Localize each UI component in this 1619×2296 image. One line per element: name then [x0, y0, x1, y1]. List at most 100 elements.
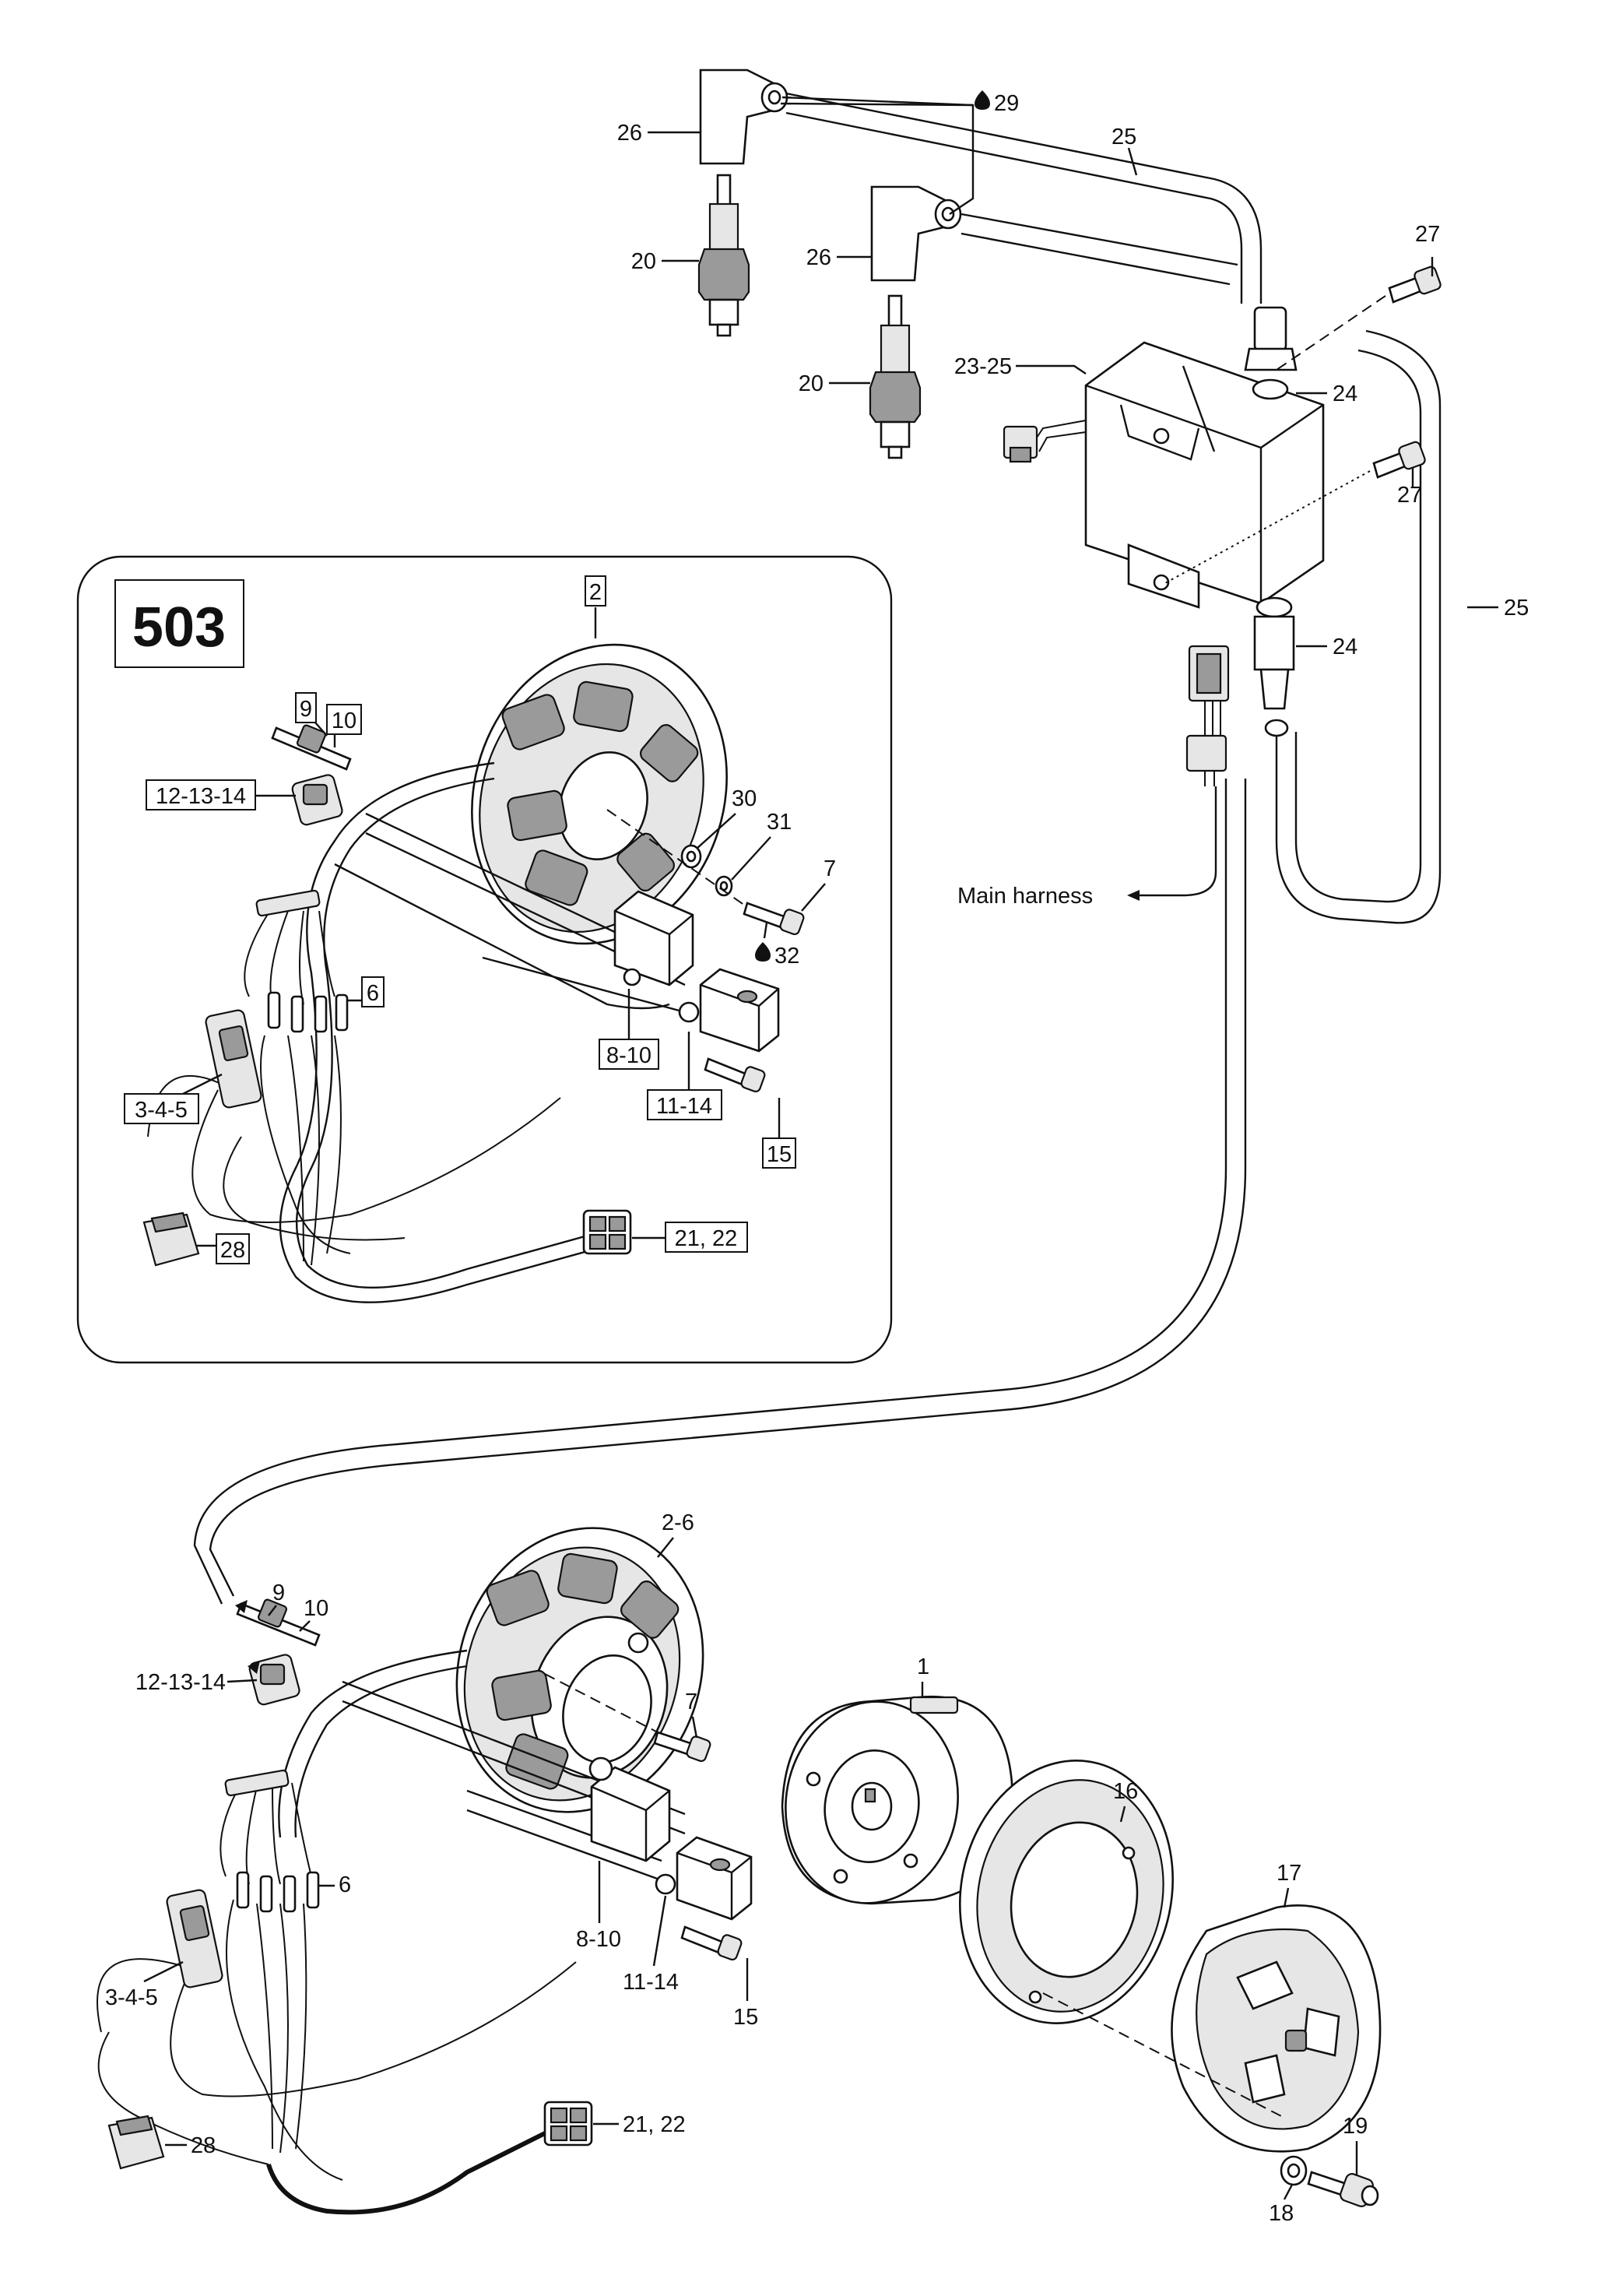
ht-wire-25-c-inner [1294, 349, 1422, 903]
box-i1114 [647, 1089, 722, 1120]
connector-28 [107, 2115, 165, 2170]
box-i10 [326, 704, 362, 735]
box-i2 [585, 575, 606, 607]
label-inset-10: 10 [332, 708, 356, 733]
box-i6 [361, 976, 385, 1007]
sealant-drop-29 [975, 90, 990, 110]
screw-27-axis-bottom [1163, 470, 1371, 585]
label-inset-3-4-5: 3-4-5 [135, 1098, 188, 1123]
inset-harness-loop-outer [279, 761, 608, 1303]
connector-9-10 [236, 1598, 321, 1647]
inset-connector-9-10 [271, 724, 352, 771]
callouts: 26 20 26 20 29 25 27 23-25 24 27 24 25 M… [105, 90, 1529, 2226]
inset-connector-12-13-14 [291, 774, 343, 826]
label-23-25: 23-25 [954, 354, 1012, 379]
label-24-bottom: 24 [1333, 635, 1357, 659]
label-20-left: 20 [631, 249, 656, 274]
label-12-13-14: 12-13-14 [135, 1670, 226, 1695]
ignition-coil-23-25 [1084, 341, 1325, 609]
label-9: 9 [272, 1580, 285, 1605]
harness-black-segment [266, 2131, 546, 2215]
label-inset-15: 15 [767, 1142, 792, 1167]
label-inset-7: 7 [824, 856, 836, 881]
box-i9 [295, 692, 317, 723]
harness-arrow-b [248, 1661, 260, 1674]
ht-wire-25-b-inner [961, 232, 1231, 286]
label-11-14: 11-14 [623, 1970, 679, 1995]
trigger-coil-8-10 [588, 1756, 671, 1862]
connector-21-22 [543, 2101, 593, 2147]
label-25-top: 25 [1112, 125, 1136, 149]
label-1: 1 [917, 1654, 929, 1679]
label-15: 15 [733, 2005, 758, 2030]
screw-27-axis-top [1276, 295, 1386, 371]
main-stator-assembly [97, 1527, 753, 2215]
label-inset-28: 28 [220, 1238, 245, 1263]
screw-15 [680, 1925, 743, 1961]
harness-arrow-a [235, 1600, 248, 1613]
ht-wire-25-a-inner [785, 111, 1243, 304]
harness-loop-outer [278, 1649, 468, 1838]
inset-screw-7 [743, 902, 805, 936]
wire-tie [224, 1769, 290, 1797]
inset-connector-21-22 [582, 1209, 632, 1255]
inset-terminals-6 [267, 991, 349, 1033]
spark-plug-cap-26-left [699, 69, 788, 165]
inset-washer-30 [680, 844, 702, 869]
label-inset-21-22: 21, 22 [675, 1226, 738, 1251]
inset-connector-28 [142, 1211, 200, 1267]
label-3-4-5: 3-4-5 [105, 1985, 158, 2010]
inset-stator [471, 643, 728, 945]
label-25-right: 25 [1504, 596, 1529, 621]
flywheel-1 [781, 1695, 1013, 1905]
trigger-coil-11-14 [655, 1836, 753, 1921]
label-inset-12-13-14: 12-13-14 [156, 784, 246, 809]
spark-plug-20-left [697, 174, 750, 337]
spark-plug-cap-26-right [870, 185, 962, 282]
label-24-top: 24 [1333, 381, 1357, 406]
label-6: 6 [339, 1872, 351, 1897]
label-26-left: 26 [617, 121, 642, 146]
spark-plug-20-right [869, 294, 922, 459]
main-wires [97, 1782, 577, 2181]
label-19: 19 [1343, 2114, 1368, 2139]
ht-wire-25-c [1275, 329, 1442, 924]
stator-screw-7 [653, 1731, 711, 1763]
label-inset-6: 6 [367, 981, 379, 1006]
inset-trigger-coil-11-14 [678, 968, 780, 1053]
main-harness-leader [1136, 786, 1217, 897]
label-29: 29 [994, 91, 1019, 116]
inset-harness-loop-inner [296, 777, 608, 1289]
box-i15 [762, 1137, 796, 1169]
label-27-top: 27 [1415, 222, 1440, 247]
label-10: 10 [304, 1596, 328, 1621]
connector-3-4-5 [166, 1889, 223, 1988]
screw-27-top [1388, 265, 1442, 304]
main-harness-arrowhead [1127, 890, 1140, 901]
coil-connector [1003, 420, 1087, 463]
label-inset-11-14: 11-14 [656, 1094, 712, 1119]
label-7: 7 [685, 1689, 697, 1714]
inset-503: 503 [76, 555, 893, 1364]
label-inset-30: 30 [732, 786, 757, 811]
washer-18 [1280, 2155, 1308, 2186]
inset-frame [76, 555, 893, 1364]
inset-washer-31 [715, 875, 733, 897]
harness-rod-d [466, 1809, 662, 1882]
label-8-10: 8-10 [576, 1927, 621, 1952]
label-28: 28 [191, 2133, 216, 2158]
box-i2122 [665, 1222, 748, 1253]
label-inset-9: 9 [300, 697, 312, 722]
label-main-harness: Main harness [957, 884, 1093, 909]
connector-12-13-14 [248, 1654, 300, 1706]
flywheel-axis [1042, 1992, 1285, 2118]
inset-badge-box [114, 579, 244, 668]
bolt-19 [1307, 2171, 1379, 2207]
box-i28 [216, 1233, 250, 1264]
ht-wire-25-b [961, 213, 1238, 266]
stator-axis [544, 1673, 658, 1733]
inset-screw-15 [704, 1057, 766, 1093]
stator-harness-long-inner [193, 779, 1227, 1605]
